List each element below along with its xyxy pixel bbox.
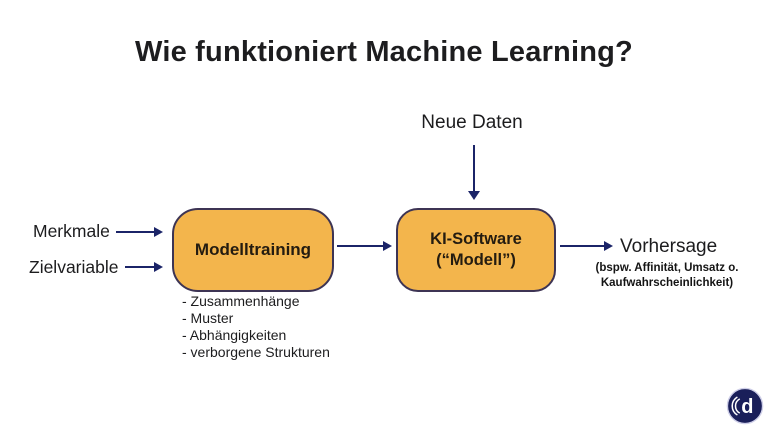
output-sublabel-line1: (bspw. Affinität, Umsatz o. [595,262,739,274]
training-detail-item: - Muster [182,310,234,326]
new-data-label: Neue Daten [421,112,523,133]
ki-software-label: KI-Software (“Modell”) [430,229,522,271]
output-sublabel-line2: Kaufwahrscheinlichkeit) [600,277,734,289]
training-detail-item: - Zusammenhänge [182,293,300,309]
arrow-merkmale [116,226,163,237]
arrow-model-to-output [560,240,613,251]
training-details-list: - Zusammenhänge - Muster - Abhängigkeite… [182,293,330,361]
logo-letter: d [741,396,753,418]
ki-software-line2: (“Modell”) [436,251,516,269]
ki-software-line1: KI-Software [430,230,522,248]
arrow-training-to-model [337,240,392,251]
training-detail-item: - verborgene Strukturen [182,344,330,360]
ki-software-box: KI-Software (“Modell”) [396,208,556,292]
slide-title: Wie funktioniert Machine Learning? [135,36,633,68]
output-label: Vorhersage [620,236,718,257]
output-sublabel: (bspw. Affinität, Umsatz o. Kaufwahrsche… [578,261,756,291]
arrow-zielvariable [125,261,163,272]
brand-logo-d-icon: d [726,387,764,425]
model-training-label: Modelltraining [194,240,312,259]
input-label-merkmale: Merkmale [33,221,110,241]
logo-circle-d-icon: d [726,387,764,425]
model-training-box: Modelltraining [172,208,334,292]
training-detail-item: - Abhängigkeiten [182,327,287,343]
arrow-new-data-down [467,145,480,200]
input-label-zielvariable: Zielvariable [29,257,119,277]
